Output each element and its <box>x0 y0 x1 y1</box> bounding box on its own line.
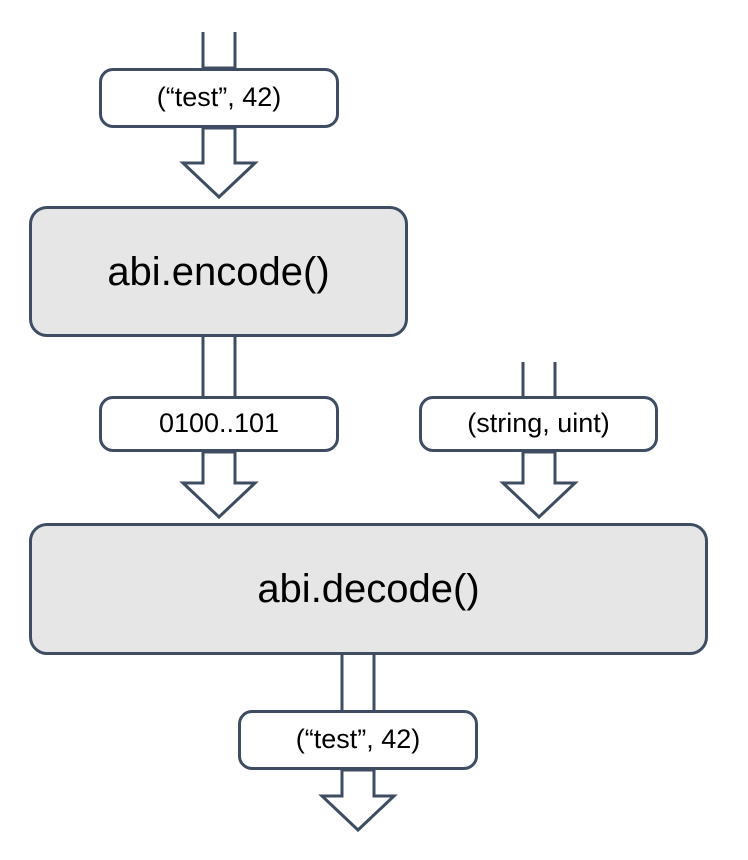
arrow-into-input-icon <box>201 32 237 70</box>
node-output-tuple[interactable]: (“test”, 42) <box>238 710 478 770</box>
arrow-out-of-output-icon <box>318 768 398 833</box>
arrow-bytes-to-decode-icon <box>179 450 259 520</box>
arrow-input-to-encode-icon <box>179 126 259 200</box>
arrow-encode-to-bytes-icon <box>201 337 237 400</box>
node-abi-encode[interactable]: abi.encode() <box>29 206 408 337</box>
arrow-types-to-decode-icon <box>499 450 579 520</box>
node-input-tuple[interactable]: (“test”, 42) <box>99 68 339 128</box>
node-abi-decode[interactable]: abi.decode() <box>29 523 708 655</box>
node-type-signature[interactable]: (string, uint) <box>419 396 658 452</box>
arrow-decode-to-output-icon <box>340 655 376 714</box>
node-encoded-bytes[interactable]: 0100..101 <box>99 396 339 452</box>
arrow-into-types-icon <box>521 362 557 400</box>
